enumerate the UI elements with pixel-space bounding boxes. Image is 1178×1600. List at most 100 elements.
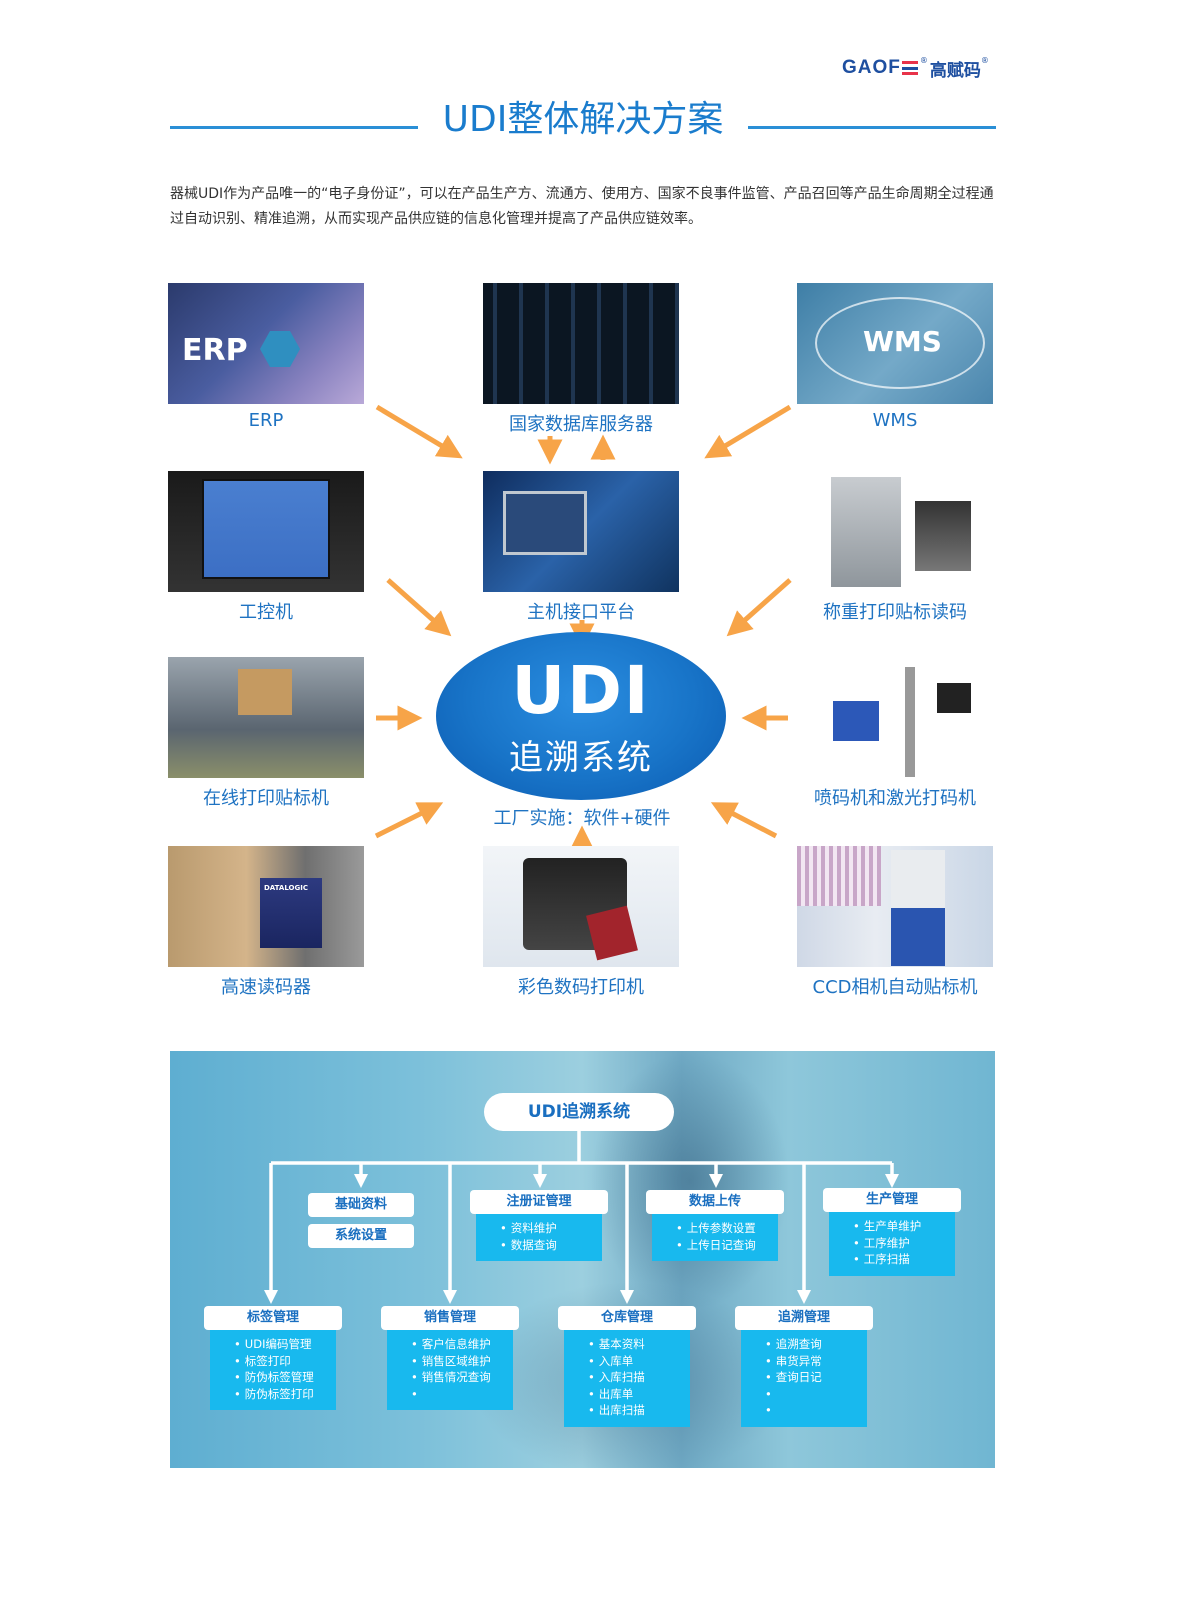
color-printer-image [483,846,679,967]
laser-coder-image [797,657,993,778]
module-title: 仓库管理 [558,1306,696,1330]
node-national-db: 国家数据库服务器 [483,283,679,436]
host-platform-image [483,471,679,592]
module-item-spacer [387,1386,513,1403]
module-item: 出库扫描 [564,1402,690,1419]
module-title: 标签管理 [204,1306,342,1330]
arrow-weigh [726,578,792,637]
module-label-management: 标签管理 UDI编码管理 标签打印 防伪标签管理 防伪标签打印 [204,1306,342,1410]
weigh-labeler-image [797,471,993,592]
node-inkjet-laser: 喷码机和激光打码机 [797,657,993,810]
page-title: UDI整体解决方案 [442,99,724,140]
machine-cabinet-icon [891,850,945,966]
ccd-labeler-image [797,846,993,967]
module-item: 工序维护 [829,1235,955,1252]
root-node-udi-system: UDI追溯系统 [484,1093,674,1131]
module-item-spacer [741,1386,867,1403]
module-item: 出库单 [564,1386,690,1403]
module-data-upload: 数据上传 上传参数设置 上传日记查询 [646,1190,784,1261]
node-weigh-print: 称重打印贴标读码 [797,471,993,624]
module-trace-management: 追溯管理 追溯查询 串货异常 查询日记 [735,1306,873,1427]
module-title: 数据上传 [646,1190,784,1214]
tree-connectors [264,1131,899,1304]
module-system-settings: 系统设置 [308,1224,414,1248]
laser-head-icon [833,701,879,741]
node-caption: 工控机 [239,602,293,623]
node-wms: WMS WMS [797,283,993,431]
node-caption: ERP [248,410,284,431]
module-items: 追溯查询 串货异常 查询日记 [741,1330,867,1427]
labeler-machine-icon [831,477,901,587]
node-caption: 彩色数码打印机 [518,977,644,998]
hub-title: UDI [511,652,651,729]
reader-brand-text: DATALOGIC [264,884,308,892]
module-items: 资料维护 数据查询 [476,1214,602,1261]
node-caption: WMS [872,410,918,431]
tube-rack-icon [797,846,881,906]
title-divider-right [748,126,996,129]
factory-implementation-note: 工厂实施：软件+硬件 [493,808,671,829]
barcode-reader-image: DATALOGIC [168,846,364,967]
arrow-erp [375,404,463,459]
registered-mark: ® [919,56,928,65]
node-caption: 国家数据库服务器 [509,414,653,435]
wms-ring-icon [815,297,985,389]
node-ipc: 工控机 [168,471,364,624]
module-item: 基本资料 [564,1336,690,1353]
node-caption: 喷码机和激光打码机 [814,788,976,809]
module-items: 客户信息维护 销售区域维护 销售情况查询 [387,1330,513,1410]
module-item: 资料维护 [476,1220,602,1237]
arrow-reader [374,802,444,839]
module-item: 上传日记查询 [652,1237,778,1254]
box-icon [238,669,292,715]
page-title-block: UDI整体解决方案 [170,90,996,140]
udi-system-hub: UDI 追溯系统 [436,632,726,800]
module-registration: 注册证管理 资料维护 数据查询 [470,1190,608,1261]
title-divider-left [170,126,418,129]
logo-mark-icon [901,61,918,75]
module-warehouse-management: 仓库管理 基本资料 入库单 入库扫描 出库单 出库扫描 [558,1306,696,1427]
hub-subtitle: 追溯系统 [509,738,653,778]
wms-image: WMS [797,283,993,404]
erp-hexagon-icon [260,331,300,367]
node-caption: 在线打印贴标机 [203,788,329,809]
module-item: UDI编码管理 [210,1336,336,1353]
inkjet-head-icon [937,683,971,713]
server-room-image [483,283,679,404]
module-items: 生产单维护 工序维护 工序扫描 [829,1212,955,1276]
module-title: 销售管理 [381,1306,519,1330]
scale-icon [915,501,971,571]
stand-icon [905,667,915,777]
module-item: 入库单 [564,1353,690,1370]
logo-text-cn: 高赋码 [929,60,981,81]
module-item: 客户信息维护 [387,1336,513,1353]
arrow-ccd [710,802,778,839]
module-items: 基本资料 入库单 入库扫描 出库单 出库扫描 [564,1330,690,1427]
node-online-labeler: 在线打印贴标机 [168,657,364,810]
conveyor-image [168,657,364,778]
node-caption: CCD相机自动贴标机 [812,977,978,998]
touch-screen-icon [202,479,330,579]
module-item: 销售区域维护 [387,1353,513,1370]
module-item: 防伪标签打印 [210,1386,336,1403]
module-title: 生产管理 [823,1188,961,1212]
node-caption: 高速读码器 [221,977,311,998]
module-item: 上传参数设置 [652,1220,778,1237]
node-color-printer: 彩色数码打印机 [483,846,679,999]
module-production: 生产管理 生产单维护 工序维护 工序扫描 [823,1188,961,1276]
intro-paragraph: 器械UDI作为产品唯一的“电子身份证”，可以在产品生产方、流通方、使用方、国家不… [170,186,994,227]
node-caption: 主机接口平台 [527,602,635,623]
module-sales-management: 销售管理 客户信息维护 销售区域维护 销售情况查询 [381,1306,519,1410]
module-item: 标签打印 [210,1353,336,1370]
reader-device-icon [260,878,322,948]
erp-image-text: ERP [182,333,248,368]
module-item-spacer [741,1402,867,1419]
registered-mark: ® [980,56,989,65]
erp-image: ERP [168,283,364,404]
module-item: 查询日记 [741,1369,867,1386]
module-item: 工序扫描 [829,1251,955,1268]
module-item: 生产单维护 [829,1218,955,1235]
module-item: 销售情况查询 [387,1369,513,1386]
system-structure-panel: UDI追溯系统 基础资料 系统设置 注册证管理 资料维护 数据查询 数据上传 上… [170,1051,995,1468]
module-title: 追溯管理 [735,1306,873,1330]
